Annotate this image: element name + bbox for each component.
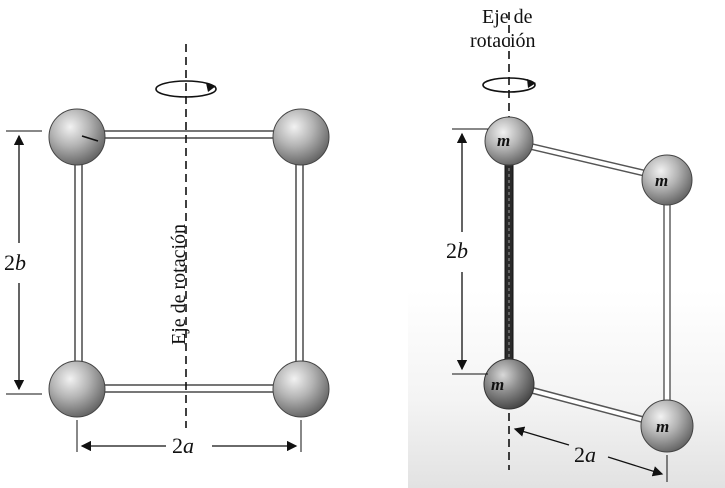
rotation-arrow-icon	[482, 77, 536, 93]
height-label: 2b	[4, 250, 26, 275]
axis-label: Eje de rotación	[168, 224, 190, 345]
right-figure: Eje de rotación m m	[408, 6, 725, 488]
rod-left	[74, 137, 83, 389]
width-dimension: 2a	[513, 426, 668, 482]
right-panel-background	[408, 290, 725, 488]
sphere-mark	[81, 135, 99, 142]
axis-label-line2: rotación	[470, 30, 536, 52]
left-figure: Eje de rotación 2b 2a	[4, 44, 330, 458]
rotation-arrow-icon	[155, 80, 217, 98]
sphere-top-right	[272, 108, 330, 166]
mass-label: m	[656, 417, 669, 436]
mass-label: m	[497, 131, 510, 150]
sphere-top-axis: m	[484, 116, 534, 166]
mass-label: m	[655, 171, 668, 190]
mass-label: m	[491, 375, 504, 394]
rod-right	[295, 137, 304, 389]
axis-label-line1: Eje de	[482, 6, 533, 28]
sphere-top-left	[48, 108, 106, 166]
width-label: 2a	[574, 442, 596, 467]
height-dimension: 2b	[4, 130, 42, 395]
sphere-bottom-left	[48, 360, 106, 418]
rod-bottom	[77, 384, 301, 393]
rod-top	[77, 130, 301, 139]
rod-right-vertical	[663, 199, 671, 406]
sphere-bottom-axis: m	[483, 358, 535, 410]
width-dimension: 2a	[76, 420, 302, 458]
width-label: 2a	[172, 433, 194, 458]
sphere-top-right: m	[641, 154, 693, 206]
sphere-bottom-right: m	[640, 399, 694, 453]
sphere-bottom-right	[272, 360, 330, 418]
height-dimension: 2b	[446, 128, 488, 375]
height-label: 2b	[446, 238, 468, 263]
